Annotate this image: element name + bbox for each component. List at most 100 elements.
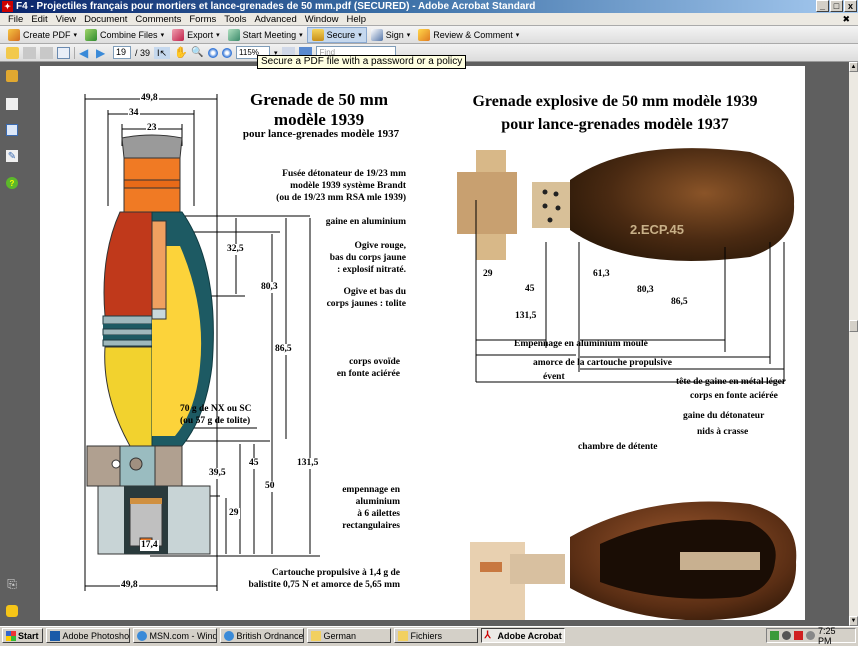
fuse-label-line: Fusée détonateur de 19/23 mm — [282, 169, 406, 179]
fuse-label-line: (ou de 19/23 mm RSA mle 1939) — [276, 193, 406, 203]
create-pdf-button[interactable]: Create PDF▾ — [4, 27, 81, 43]
fuse-label: Fusée détonateur de 19/23 mm modèle 1939… — [236, 168, 406, 204]
grenade-photo-exterior — [457, 148, 795, 261]
secure-button[interactable]: Secure▾ — [306, 26, 367, 43]
left-title-line1: Grenade de 50 mm — [249, 90, 389, 109]
start-meeting-button[interactable]: Start Meeting▾ — [224, 27, 307, 43]
ogive-rouge-label: Ogive rouge, bas du corps jaune : explos… — [296, 240, 406, 276]
secure-tooltip: Secure a PDF file with a password or a p… — [257, 55, 467, 69]
taskbar-item-label: British Ordnance C... — [236, 630, 304, 641]
tray-color-icon[interactable] — [806, 631, 815, 640]
left-title: Grenade de 50 mm modèle 1939 — [244, 90, 394, 130]
signatures-icon[interactable]: ✎ — [6, 150, 18, 162]
lock-icon — [311, 28, 324, 41]
callout-event: évent — [543, 372, 565, 382]
sign-label: Sign — [385, 29, 404, 40]
cartouche-label: Cartouche propulsive à 1,4 g de balistit… — [200, 567, 400, 591]
next-page-icon[interactable]: ▶ — [96, 45, 106, 60]
email-icon[interactable] — [57, 46, 70, 59]
help-icon[interactable]: ? — [6, 177, 18, 189]
open-folder-icon[interactable] — [6, 46, 19, 59]
bookmarks-icon[interactable] — [6, 124, 18, 136]
scroll-thumb[interactable] — [849, 320, 858, 332]
folder-icon — [310, 630, 321, 641]
menu-window[interactable]: Window — [304, 14, 339, 25]
menu-file[interactable]: File — [8, 14, 24, 25]
start-meeting-icon — [227, 28, 240, 41]
taskbar-item-label: Fichiers — [410, 630, 443, 641]
menu-tools[interactable]: Tools — [224, 14, 247, 25]
grenade-photos: 2.ECP.45 — [457, 148, 797, 620]
zoom-tool-icon[interactable]: 🔍 — [191, 46, 204, 58]
menu-forms[interactable]: Forms — [189, 14, 217, 25]
right-title: Grenade explosive de 50 mm modèle 1939 p… — [450, 90, 780, 136]
scroll-up-button[interactable]: ▲ — [849, 62, 858, 72]
export-icon — [172, 28, 185, 41]
export-button[interactable]: Export▾ — [168, 27, 224, 43]
zoom-in-icon[interactable] — [222, 47, 233, 58]
taskbar-item[interactable]: Adobe Photoshop — [45, 628, 130, 643]
page-number-input[interactable]: 19 — [113, 46, 131, 59]
minimize-button[interactable]: _ — [816, 0, 829, 12]
dim-r-61-3: 61,3 — [592, 269, 611, 280]
antivirus-icon[interactable] — [794, 631, 803, 640]
menu-bar: File Edit View Document Comments Forms T… — [0, 13, 858, 26]
dim-39-5: 39,5 — [208, 468, 227, 479]
dropdown-arrow-icon: ▾ — [406, 31, 411, 39]
label-line: aluminium — [355, 497, 400, 507]
menu-edit[interactable]: Edit — [31, 14, 48, 25]
comments-icon[interactable] — [6, 605, 18, 617]
hand-tool-icon[interactable]: ✋ — [174, 46, 188, 59]
taskbar-item[interactable]: German — [306, 628, 391, 643]
taskbar-item[interactable]: Fichiers — [393, 628, 478, 643]
fuse-label-line: modèle 1939 système Brandt — [290, 181, 406, 191]
dim-131-5: 131,5 — [296, 458, 320, 469]
zoom-dropdown-icon[interactable]: ▾ — [274, 49, 278, 57]
acrobat-icon: ⅄ — [484, 629, 491, 641]
attachment-icon[interactable]: ⎘ — [7, 576, 17, 591]
dim-r-131-5: 131,5 — [514, 311, 538, 322]
menu-document[interactable]: Document — [84, 14, 128, 25]
combine-files-button[interactable]: Combine Files▾ — [81, 27, 168, 43]
save-icon[interactable] — [40, 46, 53, 59]
scroll-down-button[interactable]: ▼ — [849, 616, 858, 626]
taskbar-item-active[interactable]: ⅄Adobe Acrobat ... — [480, 628, 565, 643]
taskbar-item[interactable]: MSN.com - Windo... — [132, 628, 217, 643]
close-document-icon[interactable]: ✖ — [842, 14, 850, 24]
close-button[interactable]: x — [844, 0, 857, 12]
combine-files-label: Combine Files — [100, 29, 158, 40]
taskbar-item[interactable]: British Ordnance C... — [219, 628, 304, 643]
photoshop-icon — [49, 630, 60, 641]
label-line: à 6 ailettes — [357, 509, 400, 519]
label-line: (ou 57 g de tolite) — [180, 416, 251, 426]
review-comment-button[interactable]: Review & Comment▾ — [414, 27, 523, 43]
dim-r-45: 45 — [524, 284, 536, 295]
print-icon[interactable] — [23, 46, 36, 59]
menu-comments[interactable]: Comments — [135, 14, 182, 25]
select-tool-icon[interactable]: I↖ — [154, 46, 171, 59]
callout-corps: corps en fonte aciérée — [690, 391, 778, 401]
window-controls: _ □ x — [816, 0, 857, 12]
export-label: Export — [187, 29, 214, 40]
network-icon[interactable] — [770, 631, 779, 640]
lock-icon[interactable] — [6, 70, 18, 82]
menu-view[interactable]: View — [55, 14, 77, 25]
taskbar-item-label: MSN.com - Windo... — [149, 630, 217, 641]
review-comment-label: Review & Comment — [433, 29, 513, 40]
menu-advanced[interactable]: Advanced — [254, 14, 297, 25]
restore-button[interactable]: □ — [830, 0, 843, 12]
zoom-out-icon[interactable] — [208, 47, 219, 58]
start-button[interactable]: Start — [2, 628, 43, 643]
dim-r-86-5: 86,5 — [670, 297, 689, 308]
dim-45: 45 — [248, 458, 260, 469]
menu-help[interactable]: Help — [346, 14, 367, 25]
comment-bubble-icon — [418, 28, 431, 41]
vertical-scrollbar[interactable]: ▲ ▼ — [849, 62, 858, 626]
toolbar-divider — [74, 46, 75, 59]
previous-page-icon[interactable]: ◀ — [79, 45, 89, 60]
tray-app-icon[interactable] — [782, 631, 791, 640]
window-titlebar: ✦ F4 - Projectiles français pour mortier… — [0, 0, 858, 13]
folder-icon — [397, 630, 408, 641]
pages-icon[interactable] — [6, 98, 18, 110]
sign-button[interactable]: Sign▾ — [367, 27, 415, 43]
